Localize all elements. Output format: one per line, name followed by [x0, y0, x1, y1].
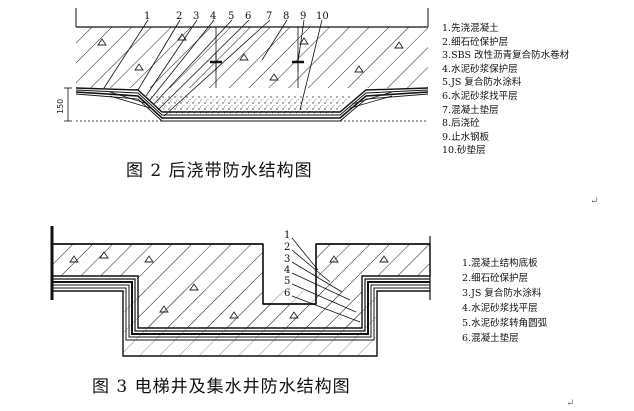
fig2-legend-item: 8.后浇砼: [442, 118, 480, 130]
fig2-caption: 图 2 后浇带防水结构图: [126, 161, 313, 181]
return-mark: ↵: [566, 398, 575, 409]
fig3-callout-numbers: 1 2 3 4 5 6: [284, 230, 290, 299]
fig2-legend: 1.先浇混凝土 2.细石砼保护层 3.SBS 改性沥青复合防水卷材 4.水泥砂浆…: [442, 22, 569, 158]
fig3-num-2: 2: [284, 242, 290, 253]
fig2-callouts: [103, 19, 323, 117]
fig2-legend-item: 5.JS 复合防水涂料: [442, 77, 522, 89]
fig3-legend: 1.混凝土结构底板 2.细石砼保护层 3.JS 复合防水涂料 4.水泥砂浆找平层…: [462, 256, 547, 346]
fig2-num-7: 7: [266, 11, 272, 22]
fig2-num-4: 4: [210, 11, 216, 22]
fig2-legend-item: 1.先浇混凝土: [442, 23, 499, 34]
fig3-callouts: [291, 237, 361, 323]
fig2-num-10: 10: [316, 11, 329, 22]
fig2-dimension-label: 150: [56, 99, 65, 114]
fig2-layered-depression: [75, 87, 429, 122]
fig2-legend-item: 6.水泥砂浆找平层: [442, 90, 518, 102]
fig2-callout-numbers: 1 2 3 4 5 6 7 8 9 10: [144, 11, 329, 22]
fig3-num-1: 1: [284, 230, 290, 241]
fig2-legend-item: 4.水泥砂浆保护层: [442, 63, 518, 75]
fig2-num-5: 5: [228, 11, 234, 22]
fig3-legend-item: 4.水泥砂浆找平层: [462, 303, 538, 314]
return-mark: ↵: [590, 196, 599, 207]
fig3-num-6: 6: [284, 288, 290, 299]
fig2-legend-item: 3.SBS 改性沥青复合防水卷材: [442, 50, 570, 62]
fig2-legend-item: 7.混凝土垫层: [442, 104, 499, 116]
fig2-num-9: 9: [300, 11, 306, 22]
fig2-num-8: 8: [283, 11, 289, 22]
fig2-first-pour-concrete: [75, 8, 429, 88]
fig2-legend-item: 10.砂垫层: [442, 145, 486, 157]
fig2-num-3: 3: [193, 11, 199, 22]
fig2-legend-item: 2.细石砼保护层: [442, 36, 509, 48]
fig2-num-2: 2: [176, 11, 182, 22]
fig3-legend-item: 5.水泥砂浆转角圆弧: [462, 318, 548, 329]
fig3-legend-item: 2.细石砼保护层: [462, 273, 529, 284]
fig3-num-4: 4: [284, 265, 290, 276]
fig2-num-1: 1: [144, 11, 150, 22]
fig2-legend-item: 9.止水钢板: [442, 131, 490, 143]
fig2-num-6: 6: [245, 11, 251, 22]
fig3-legend-item: 3.JS 复合防水涂料: [462, 288, 542, 299]
fig3-num-5: 5: [284, 276, 290, 287]
fig3-caption: 图 3 电梯井及集水井防水结构图: [92, 377, 351, 397]
fig3-legend-item: 1.混凝土结构底板: [462, 258, 538, 269]
fig3-structure: [50, 226, 431, 357]
fig3-legend-item: 6.混凝土垫层: [462, 333, 519, 344]
fig3-num-3: 3: [284, 254, 290, 265]
fig2-dimension: 150: [56, 87, 72, 122]
